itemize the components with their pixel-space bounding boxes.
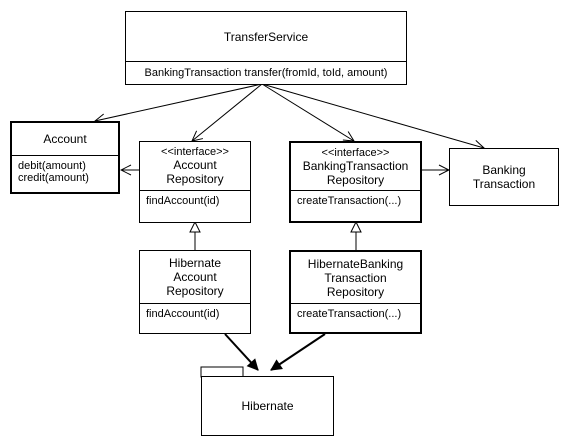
- account-repository-name-line1: Account: [173, 158, 217, 172]
- hibernate-account-repository-line1: Hibernate: [168, 256, 222, 270]
- bt-repository-stereotype: <<interface>>: [321, 146, 390, 159]
- debit-method: debit(amount): [18, 160, 86, 172]
- banking-transaction-class[interactable]: Banking Transaction: [449, 148, 559, 206]
- transfer-service-class[interactable]: TransferService BankingTransaction trans…: [125, 11, 407, 85]
- bt-repository-name-line1: BankingTransaction: [302, 158, 409, 173]
- find-account-method: findAccount(id): [146, 195, 220, 207]
- hibernate-find-account-method: findAccount(id): [146, 308, 220, 320]
- credit-method: credit(amount): [18, 172, 89, 184]
- banking-transaction-name-line2: Transaction: [472, 177, 536, 191]
- create-transaction-method: createTransaction(...): [297, 195, 402, 207]
- hibernate-banking-transaction-repository-class[interactable]: HibernateBanking Transaction Repository …: [289, 250, 422, 334]
- hibernate-account-repository-class[interactable]: Hibernate Account Repository findAccount…: [139, 250, 251, 334]
- dep-transferservice-account-repository: [192, 83, 263, 141]
- hibernate-package[interactable]: Hibernate: [201, 376, 334, 436]
- account-repository-interface[interactable]: <<interface>> Account Repository findAcc…: [139, 141, 251, 223]
- dep-transferservice-bt-repository: [261, 83, 354, 141]
- banking-transaction-name-line1: Banking: [482, 163, 526, 177]
- account-name: Account: [43, 132, 87, 146]
- hibernate-account-repository-line3: Repository: [166, 284, 224, 298]
- use-hibernate-from-account-repository: [224, 333, 258, 370]
- bt-repository-name-line2: Repository: [326, 172, 385, 187]
- account-repository-name-line2: Repository: [166, 172, 224, 186]
- hibernate-bt-repository-line3: Repository: [326, 284, 385, 299]
- use-hibernate-from-bt-repository: [271, 333, 326, 371]
- hibernate-create-transaction-method: createTransaction(...): [297, 308, 402, 320]
- dep-transferservice-account: [95, 83, 263, 121]
- transfer-service-name: TransferService: [223, 29, 309, 44]
- hibernate-bt-repository-line2: Transaction: [324, 270, 387, 285]
- hibernate-bt-repository-line1: HibernateBanking: [307, 256, 404, 271]
- account-class[interactable]: Account debit(amount) credit(amount): [10, 121, 120, 194]
- hibernate-package-name: Hibernate: [241, 399, 294, 413]
- account-repository-stereotype: <<interface>>: [161, 146, 229, 158]
- banking-transaction-repository-interface[interactable]: <<interface>> BankingTransaction Reposit…: [289, 141, 422, 223]
- dep-transferservice-banking-transaction: [261, 83, 484, 148]
- transfer-method: BankingTransaction transfer(fromId, toId…: [144, 67, 388, 79]
- hibernate-account-repository-line2: Account: [173, 270, 217, 284]
